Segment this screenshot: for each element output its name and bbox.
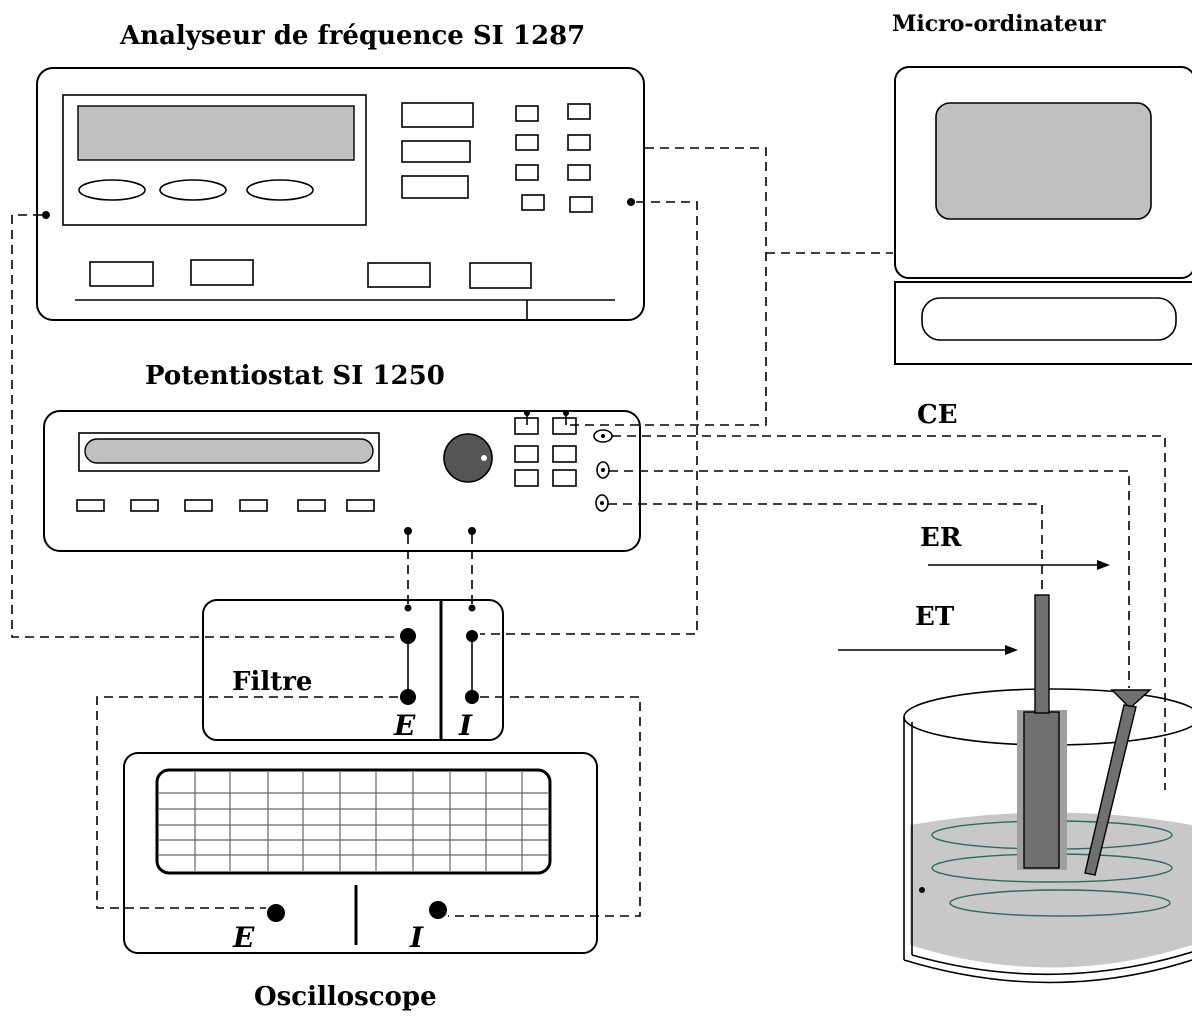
analyzer-right-terminal [627, 198, 635, 206]
et-arrow [838, 645, 1018, 655]
potentiostat-small-key [76, 499, 105, 512]
analyzer-small-key [567, 134, 591, 151]
wire-ce [612, 435, 1166, 790]
analyzer-small-key [515, 164, 539, 181]
filter-e-label: E [393, 709, 416, 742]
filter [202, 599, 504, 741]
electrochemical-cell [903, 594, 1192, 984]
analyzer-oval-button [78, 179, 146, 201]
oscilloscope-title: Oscilloscope [254, 982, 437, 1012]
reference-electrode-rod [1084, 704, 1137, 876]
oscilloscope-e-input [267, 904, 285, 922]
computer-title: Micro-ordinateur [892, 11, 1106, 37]
analyzer-bottom-key [190, 259, 254, 286]
potentiostat-small-key [239, 499, 268, 512]
analyzer-small-key [567, 164, 591, 181]
oscilloscope-grid [159, 772, 548, 871]
wire-filter-osc-i [448, 696, 641, 917]
potentiostat-key [514, 469, 539, 487]
working-electrode-body [1023, 711, 1060, 869]
potentiostat-knob [443, 433, 493, 483]
wiring [11, 147, 1166, 917]
wire-analyzer-filter-i [480, 201, 698, 635]
potentiostat-small-key [130, 499, 159, 512]
wire-analyzer-filter-e [11, 214, 400, 638]
analyzer-small-key [521, 194, 545, 211]
micro-computer [894, 66, 1192, 365]
computer-drive-slot [921, 297, 1177, 341]
ce-label: CE [917, 400, 958, 430]
oscilloscope-e-label: E [232, 921, 255, 954]
analyzer-small-key [569, 196, 593, 213]
computer-screen [935, 102, 1152, 220]
analyzer-bottom-key [469, 262, 532, 289]
wire-et [608, 503, 1043, 595]
oscilloscope-i-label: I [409, 921, 424, 954]
potentiostat-key [552, 469, 577, 487]
analyzer-key [401, 140, 471, 163]
oscilloscope [123, 752, 598, 954]
filter-e-output [400, 689, 416, 705]
analyzer-small-key [567, 103, 591, 120]
reference-electrode-tip [1110, 689, 1152, 709]
potentiostat-knob-marker [481, 455, 487, 461]
analyzer-key [401, 102, 474, 128]
filter-e-input [400, 628, 416, 644]
wire-analyzer-potentiostat [566, 147, 767, 426]
analyzer-title: Analyseur de fréquence SI 1287 [119, 21, 585, 51]
frequency-analyzer [36, 67, 645, 321]
filter-i-output [465, 690, 479, 704]
analyzer-oval-button [159, 179, 227, 201]
potentiostat-key [552, 445, 577, 463]
working-electrode-rod [1034, 594, 1050, 714]
wire-er [609, 470, 1130, 688]
potentiostat-key [514, 445, 539, 463]
potentiostat-output-e [404, 527, 412, 535]
analyzer-bottom-key [367, 262, 431, 288]
analyzer-small-key [515, 105, 539, 122]
potentiostat [43, 410, 641, 552]
potentiostat-title: Potentiostat SI 1250 [145, 361, 445, 391]
analyzer-screen [77, 105, 355, 161]
analyzer-oval-button [246, 179, 314, 201]
analyzer-left-terminal [42, 211, 50, 219]
potentiostat-small-key [184, 499, 213, 512]
oscilloscope-i-input [429, 901, 447, 919]
filter-i-label: I [458, 709, 473, 742]
potentiostat-small-key [297, 499, 326, 512]
er-arrow [928, 560, 1110, 570]
analyzer-key [401, 175, 469, 199]
analyzer-small-key [515, 134, 539, 151]
potentiostat-small-key [346, 499, 375, 512]
oscilloscope-screen [155, 768, 552, 875]
et-label: ET [915, 602, 955, 632]
filter-title: Filtre [232, 667, 312, 697]
potentiostat-display [84, 438, 374, 464]
potentiostat-key [552, 417, 577, 435]
wire-filter-osc-e [96, 696, 398, 909]
er-label: ER [920, 523, 962, 553]
filter-i-input [466, 630, 478, 642]
analyzer-bottom-key [89, 261, 154, 287]
potentiostat-output-i [468, 527, 476, 535]
